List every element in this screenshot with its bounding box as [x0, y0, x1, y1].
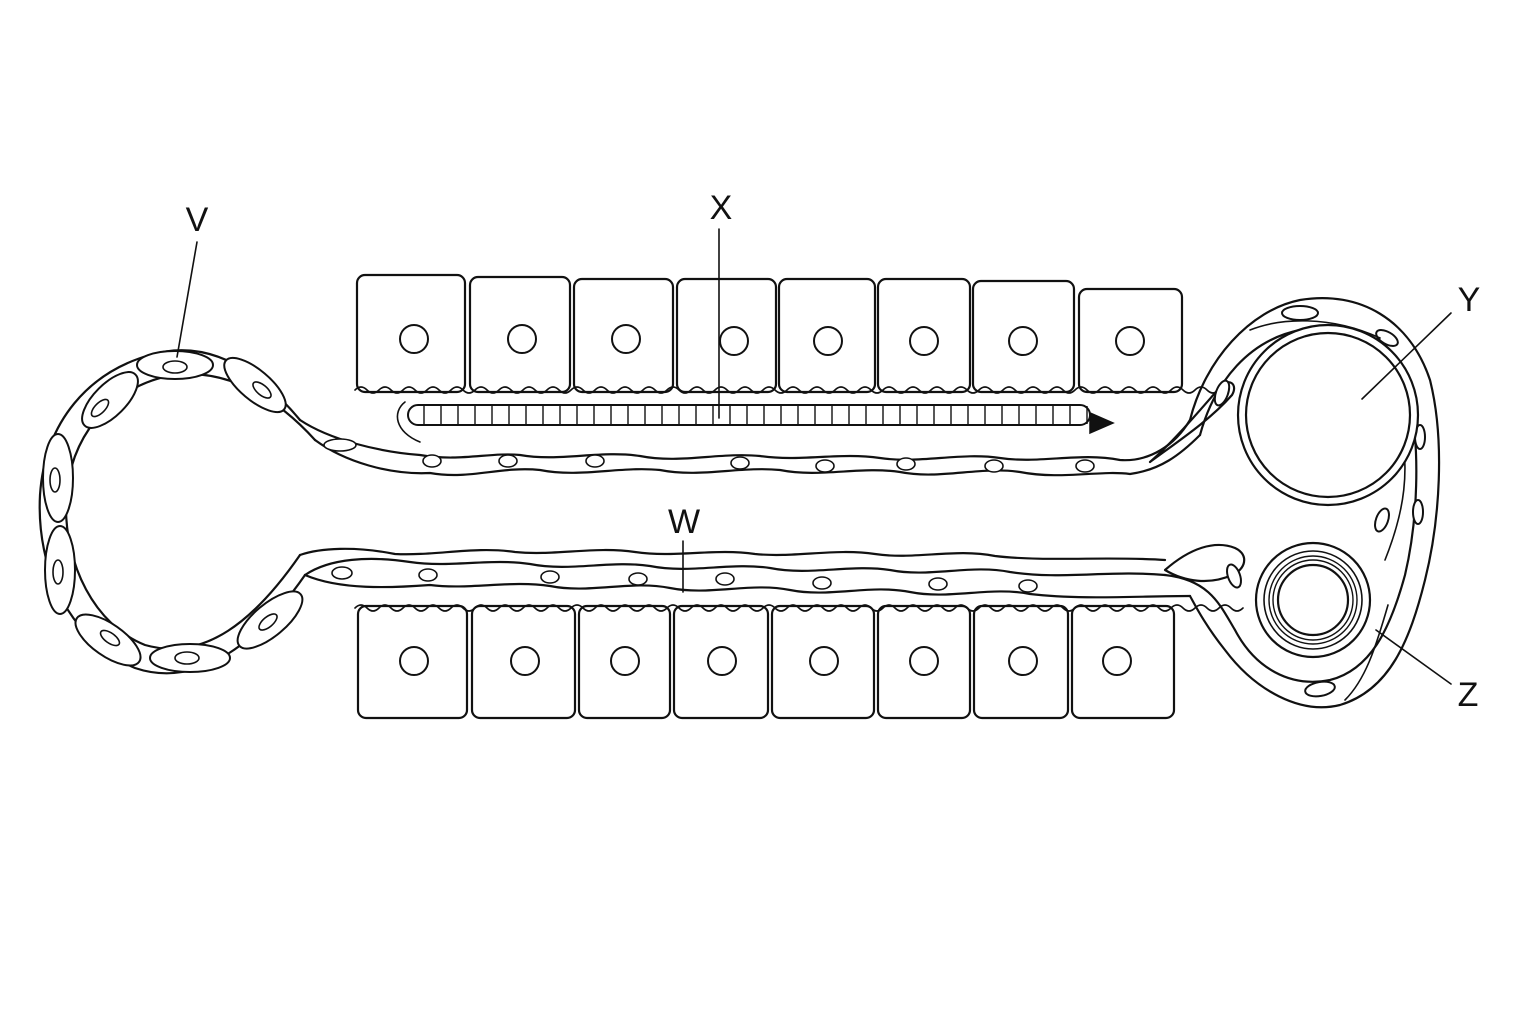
- wall-nucleus: [715, 572, 735, 586]
- loop-cell-nucleus: [252, 381, 272, 399]
- upper-cell-nucleus: [507, 324, 537, 354]
- upper-cell-nucleus: [611, 324, 641, 354]
- wall-nucleus: [896, 457, 916, 471]
- label-y: Y: [1458, 281, 1481, 319]
- wall-nucleus: [928, 577, 948, 591]
- right-cell-nucleus: [1412, 499, 1424, 525]
- loop-cell-nucleus: [52, 559, 64, 585]
- loop-cell-nucleus: [99, 629, 121, 647]
- label-w: W: [668, 503, 700, 541]
- lower-epithelial-cells: [354, 604, 1244, 720]
- loop-cell-nucleus: [90, 398, 110, 418]
- right-cell-nucleus: [1304, 680, 1336, 698]
- label-v: V: [186, 201, 209, 239]
- wall-nucleus: [812, 576, 832, 590]
- lower-cell-nucleus: [1102, 646, 1132, 676]
- chain-body: [407, 404, 1091, 426]
- segmented-chain: [396, 401, 1115, 443]
- right-structure-outer: [1188, 297, 1441, 709]
- wall-nucleus: [730, 456, 750, 470]
- lower-wall-line: [303, 557, 1167, 577]
- wall-nucleus: [1018, 579, 1038, 593]
- upper-cell-nucleus: [719, 326, 749, 356]
- wall-nucleus: [1075, 459, 1095, 473]
- upper-cell-nucleus: [909, 326, 939, 356]
- right-structure: [1148, 297, 1441, 709]
- wall-nucleus: [418, 568, 438, 582]
- lower-cell-nucleus: [1008, 646, 1038, 676]
- labels: V X W Y Z: [186, 189, 1481, 714]
- right-inner-fiber: [1344, 604, 1389, 701]
- right-cell-nucleus: [1226, 563, 1242, 589]
- lower-cell-nucleus: [707, 646, 737, 676]
- lower-cell-nucleus: [909, 646, 939, 676]
- upper-cell-nucleus: [399, 324, 429, 354]
- right-cell-nucleus: [1213, 379, 1231, 407]
- vessel-z-lumen: [1276, 563, 1350, 637]
- upper-cell-nucleus: [813, 326, 843, 356]
- label-z: Z: [1458, 676, 1479, 714]
- upper-basement-membrane: [354, 386, 1220, 394]
- lower-cell-nucleus: [610, 646, 640, 676]
- lower-capillary-wall: [298, 547, 1192, 599]
- wall-nucleus: [498, 454, 518, 468]
- wall-nucleus: [540, 570, 560, 584]
- upper-epithelial-cells: [354, 273, 1220, 394]
- vessel-y-inner: [1244, 331, 1412, 499]
- right-cell-nucleus: [1281, 305, 1319, 321]
- loop-cell: [81, 371, 139, 429]
- right-cell-nucleus: [1374, 507, 1390, 533]
- loop-cell-nucleus: [258, 613, 278, 631]
- lower-wall-line-outer: [303, 573, 1192, 599]
- vessel-z-ring: [1263, 550, 1363, 650]
- loop-cell-nucleus: [49, 467, 61, 493]
- left-loop: [38, 349, 317, 675]
- loop-cell-nucleus: [174, 651, 200, 665]
- lower-cell-nucleus: [510, 646, 540, 676]
- wall-nucleus: [585, 454, 605, 468]
- lower-cell-nucleus: [809, 646, 839, 676]
- chain-segments: [423, 406, 1088, 424]
- right-structure-fold: [1148, 381, 1236, 464]
- upper-wall-line: [298, 418, 1192, 462]
- wall-nucleus: [628, 572, 648, 586]
- lower-wall-line-inner: [298, 547, 1167, 562]
- loop-cell-nucleus: [162, 360, 188, 374]
- upper-cell-nucleus: [1115, 326, 1145, 356]
- label-x: X: [710, 189, 733, 227]
- upper-wall-line-inner: [313, 433, 1202, 477]
- leader-line-z: [1375, 629, 1452, 685]
- upper-capillary-wall: [298, 418, 1202, 477]
- wall-nucleus: [323, 438, 357, 452]
- wall-nucleus: [422, 454, 442, 468]
- wall-nucleus: [815, 459, 835, 473]
- wall-nucleus: [331, 566, 353, 580]
- lower-basement-membrane: [354, 604, 1244, 612]
- chain-hook: [396, 401, 421, 443]
- leader-lines: [176, 228, 1452, 685]
- vessel-z-ring: [1272, 559, 1354, 641]
- chain-arrowhead: [1089, 411, 1115, 435]
- right-structure-fold-lower: [1163, 543, 1246, 583]
- upper-cell-nucleus: [1008, 326, 1038, 356]
- leader-line-v: [176, 241, 198, 358]
- leader-line-y: [1361, 312, 1452, 400]
- vessel-z-ring: [1268, 555, 1358, 645]
- wall-nucleus: [984, 459, 1004, 473]
- lower-cell-nucleus: [399, 646, 429, 676]
